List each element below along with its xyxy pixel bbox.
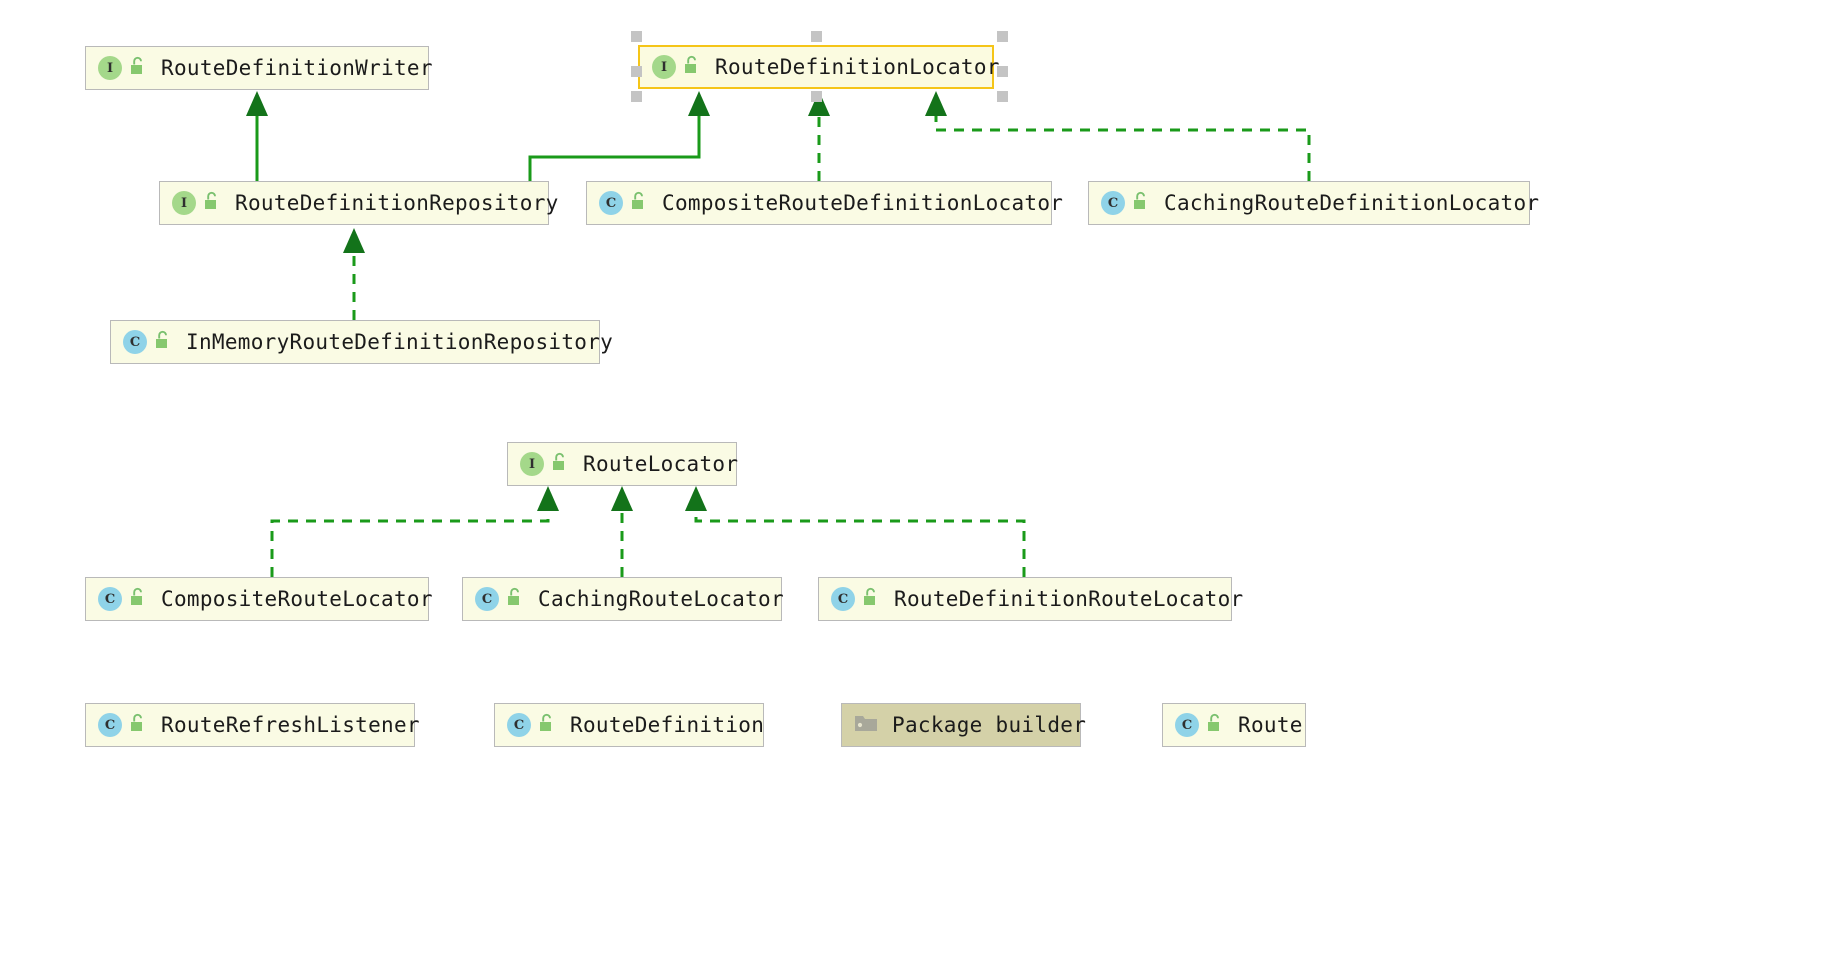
edge-caching-to-locator	[925, 91, 1311, 181]
selection-handle[interactable]	[997, 66, 1008, 77]
selection-handle[interactable]	[811, 31, 822, 42]
lock-open-icon	[1132, 191, 1164, 215]
uml-node-cachingroutedefinitionlocator[interactable]: C CachingRouteDefinitionLocator	[1088, 181, 1539, 225]
selection-handle[interactable]	[631, 66, 642, 77]
uml-node-label: RouteRefreshListener	[161, 712, 420, 737]
lock-open-icon	[862, 587, 894, 611]
edge-compositerl-to-routelocator	[270, 486, 559, 577]
lock-open-icon	[154, 330, 186, 354]
lock-open-icon	[683, 55, 715, 79]
selection-handle[interactable]	[997, 91, 1008, 102]
selection-handle[interactable]	[811, 91, 822, 102]
interface-icon: I	[652, 55, 676, 79]
uml-node-label: CompositeRouteDefinitionLocator	[662, 190, 1064, 215]
edge-composite-to-locator	[808, 91, 830, 181]
uml-node-compositeroutedefinitionlocator[interactable]: C CompositeRouteDefinitionLocator	[586, 181, 1063, 225]
uml-node-cachingroutelocator[interactable]: C CachingRouteLocator	[462, 577, 784, 621]
uml-node-label: CachingRouteDefinitionLocator	[1164, 190, 1540, 215]
uml-node-routedefinitionrepository[interactable]: I RouteDefinitionRepository	[159, 181, 558, 225]
uml-node-label: RouteDefinitionRepository	[235, 190, 559, 215]
uml-node-packagebuilder[interactable]: Package builder	[841, 703, 1086, 747]
uml-node-label: RouteDefinitionLocator	[715, 54, 1000, 79]
edge-rdrl-to-routelocator	[685, 486, 1026, 577]
class-icon: C	[831, 587, 855, 611]
uml-node-label: RouteDefinitionRouteLocator	[894, 586, 1244, 611]
uml-node-routedefinition[interactable]: C RouteDefinition	[494, 703, 764, 747]
edge-repository-to-writer	[246, 91, 268, 181]
lock-open-icon	[506, 587, 538, 611]
class-icon: C	[123, 330, 147, 354]
class-icon: C	[599, 191, 623, 215]
selection-handle[interactable]	[631, 31, 642, 42]
uml-node-label: RouteLocator	[583, 451, 739, 476]
uml-node-routedefinitionwriter[interactable]: I RouteDefinitionWriter	[85, 46, 433, 90]
uml-node-label: Package builder	[892, 712, 1087, 737]
uml-node-label: CompositeRouteLocator	[161, 586, 433, 611]
uml-node-routelocator[interactable]: I RouteLocator	[507, 442, 739, 486]
uml-node-inmemoryroutedefinitionrepository[interactable]: C InMemoryRouteDefinitionRepository	[110, 320, 613, 364]
selection-handle[interactable]	[631, 91, 642, 102]
selection-handle[interactable]	[997, 31, 1008, 42]
interface-icon: I	[520, 452, 544, 476]
interface-icon: I	[172, 191, 196, 215]
folder-icon	[854, 713, 892, 737]
lock-open-icon	[1206, 713, 1238, 737]
lock-open-icon	[129, 587, 161, 611]
edge-inmemory-to-repository	[343, 228, 365, 320]
uml-node-routerefreshlistener[interactable]: C RouteRefreshListener	[85, 703, 420, 747]
uml-node-label: RouteDefinitionWriter	[161, 55, 433, 80]
lock-open-icon	[129, 56, 161, 80]
interface-icon: I	[98, 56, 122, 80]
class-icon: C	[507, 713, 531, 737]
uml-node-routedefinitionroutelocator[interactable]: C RouteDefinitionRouteLocator	[818, 577, 1243, 621]
uml-node-label: InMemoryRouteDefinitionRepository	[186, 329, 614, 354]
class-icon: C	[1175, 713, 1199, 737]
lock-open-icon	[630, 191, 662, 215]
class-icon: C	[98, 587, 122, 611]
class-icon: C	[475, 587, 499, 611]
lock-open-icon	[538, 713, 570, 737]
lock-open-icon	[129, 713, 161, 737]
uml-node-label: Route	[1238, 712, 1303, 737]
class-icon: C	[98, 713, 122, 737]
edge-repository-to-locator	[528, 91, 710, 181]
uml-node-route[interactable]: C Route	[1162, 703, 1306, 747]
uml-node-label: CachingRouteLocator	[538, 586, 784, 611]
class-icon: C	[1101, 191, 1125, 215]
uml-node-routedefinitionlocator[interactable]: I RouteDefinitionLocator	[638, 45, 999, 89]
edge-cachingrl-to-routelocator	[611, 486, 633, 577]
lock-open-icon	[551, 452, 583, 476]
uml-node-label: RouteDefinition	[570, 712, 765, 737]
uml-node-compositeroutelocator[interactable]: C CompositeRouteLocator	[85, 577, 433, 621]
lock-open-icon	[203, 191, 235, 215]
